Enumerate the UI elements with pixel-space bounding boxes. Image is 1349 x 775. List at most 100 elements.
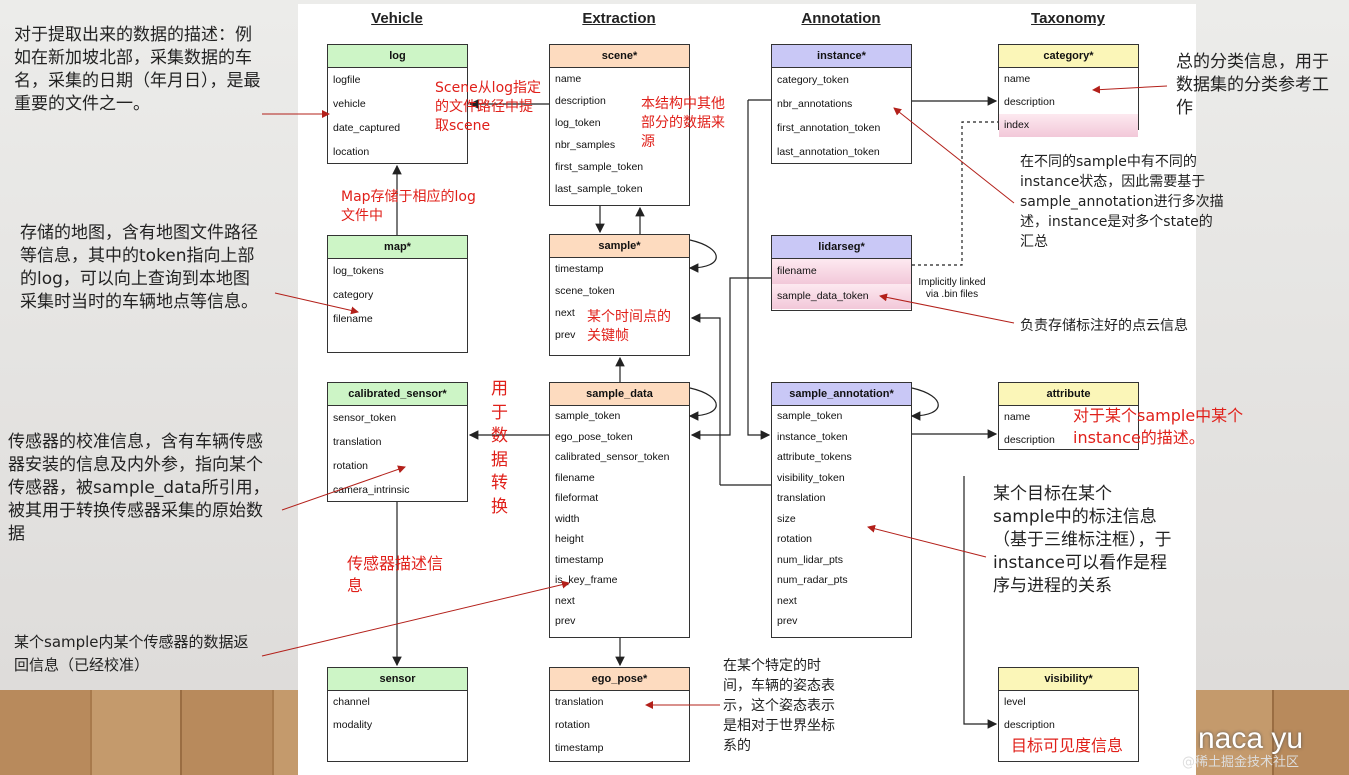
field-num-lidar-pts: num_lidar_pts bbox=[777, 553, 843, 566]
field-description: description bbox=[1004, 719, 1055, 731]
arrow-sampledata-self bbox=[688, 387, 717, 421]
column-header-annotation: Annotation bbox=[801, 10, 881, 27]
arrow-sample-self bbox=[688, 239, 717, 273]
field-timestamp: timestamp bbox=[555, 263, 604, 275]
field-rotation: rotation bbox=[777, 533, 813, 545]
arrow-annotation-to-sample bbox=[690, 313, 721, 485]
field-visibility-token: visibility_token bbox=[777, 471, 845, 484]
note-instance: 在不同的sample中有不同的instance状态，因此需要基于sample_a… bbox=[1020, 154, 1224, 250]
field-prev: prev bbox=[555, 615, 576, 627]
field-rotation: rotation bbox=[333, 460, 369, 472]
table-title: lidarseg* bbox=[772, 236, 911, 259]
note-arrow-sampledata bbox=[261, 580, 570, 657]
note-calibrated-sensor: 传感器的校准信息，含有车辆传感器安装的信息及内外参，指向某个传感器，被sampl… bbox=[8, 432, 270, 544]
field-log-token: log_token bbox=[555, 117, 601, 129]
field-camera-intrinsic: camera_intrinsic bbox=[333, 484, 410, 496]
field-translation: translation bbox=[333, 436, 382, 448]
field-last-sample-token: last_sample_token bbox=[555, 183, 643, 195]
watermark-small: @稀土掘金技术社区 bbox=[1182, 755, 1300, 770]
field-next: next bbox=[777, 594, 797, 607]
field-size: size bbox=[777, 512, 796, 525]
table-title: sensor bbox=[328, 668, 467, 691]
field-sample-token: sample_token bbox=[777, 410, 843, 422]
table-title: scene* bbox=[550, 45, 689, 68]
table-title: calibrated_sensor* bbox=[328, 383, 467, 406]
table-title: sample* bbox=[550, 235, 689, 258]
field-date-captured: date_captured bbox=[333, 122, 401, 134]
field-ego-pose-token: ego_pose_token bbox=[555, 430, 633, 443]
table-title: visibility* bbox=[999, 668, 1138, 691]
field-calibrated-sensor-token: calibrated_sensor_token bbox=[555, 451, 670, 463]
table-attribute: attribute name description bbox=[998, 382, 1139, 450]
field-modality: modality bbox=[333, 719, 373, 731]
field-filename: filename bbox=[772, 259, 911, 284]
note-arrow-category bbox=[1092, 85, 1168, 94]
field-description: description bbox=[1004, 434, 1055, 446]
table-title: log bbox=[328, 45, 467, 68]
field-filename: filename bbox=[555, 471, 595, 484]
column-header-extraction: Extraction bbox=[582, 10, 656, 27]
field-log-tokens: log_tokens bbox=[333, 265, 384, 277]
column-header-vehicle: Vehicle bbox=[371, 10, 423, 27]
field-level: level bbox=[1004, 696, 1026, 708]
arrow-lidarseg-to-sampledata bbox=[690, 277, 771, 440]
field-height: height bbox=[555, 533, 584, 545]
field-first-annotation-token: first_annotation_token bbox=[777, 122, 881, 134]
implicit-link-label: Implicitly linked via .bin files bbox=[918, 277, 986, 300]
arrow-annotation-to-visibility bbox=[963, 476, 998, 729]
watermark-text: naca yu bbox=[1198, 722, 1304, 755]
note-log: 对于提取出来的数据的描述：例如在新加坡北部，采集数据的车名，采集的日期（年月日）… bbox=[14, 25, 261, 114]
field-fileformat: fileformat bbox=[555, 492, 599, 504]
field-next: next bbox=[555, 594, 575, 607]
field-translation: translation bbox=[777, 492, 826, 504]
table-title: sample_data bbox=[550, 383, 689, 406]
red-note-scene-from-log: Scene从log指定的文件路径中提取scene bbox=[435, 80, 542, 134]
field-logfile: logfile bbox=[333, 74, 361, 86]
field-prev: prev bbox=[555, 329, 576, 341]
field-description: description bbox=[555, 95, 606, 107]
field-name: name bbox=[1004, 73, 1031, 85]
table-sample-annotation: sample_annotation* sample_token instance_… bbox=[771, 382, 912, 638]
field-next: next bbox=[555, 307, 575, 319]
note-sample-data: 某个sample内某个传感器的数据返回信息（已经校准） bbox=[14, 633, 249, 674]
field-rotation: rotation bbox=[555, 719, 591, 731]
field-name: name bbox=[1004, 411, 1031, 423]
red-note-visibility-desc: 目标可见度信息 bbox=[1011, 736, 1124, 755]
field-sample-data-token: sample_data_token bbox=[772, 284, 911, 309]
field-first-sample-token: first_sample_token bbox=[555, 161, 644, 173]
note-lidarseg: 负责存储标注好的点云信息 bbox=[1020, 318, 1188, 334]
field-is-key-frame: is_key_frame bbox=[555, 574, 618, 586]
note-category: 总的分类信息，用于数据集的分类参考工作 bbox=[1176, 52, 1329, 118]
field-sensor-token: sensor_token bbox=[333, 412, 397, 424]
note-arrow-annotation bbox=[867, 524, 987, 558]
field-vehicle: vehicle bbox=[333, 98, 366, 110]
field-description: description bbox=[1004, 96, 1055, 108]
table-title: instance* bbox=[772, 45, 911, 68]
implicit-link-dashed bbox=[912, 121, 998, 266]
table-title: sample_annotation* bbox=[772, 383, 911, 406]
column-header-taxonomy: Taxonomy bbox=[1031, 10, 1105, 27]
table-title: attribute bbox=[999, 383, 1138, 406]
table-title: ego_pose* bbox=[550, 668, 689, 691]
field-nbr-annotations: nbr_annotations bbox=[777, 98, 853, 110]
table-title: category* bbox=[999, 45, 1138, 68]
field-translation: translation bbox=[555, 696, 604, 708]
red-note-sensor-desc: 传感器描述信息 bbox=[347, 554, 444, 595]
note-arrow-instance bbox=[893, 107, 1015, 204]
note-arrow-calib bbox=[281, 465, 406, 511]
field-sample-token: sample_token bbox=[555, 410, 621, 422]
field-timestamp: timestamp bbox=[555, 553, 604, 566]
field-instance-token: instance_token bbox=[777, 430, 848, 443]
field-prev: prev bbox=[777, 615, 798, 627]
note-arrow-lidarseg bbox=[879, 293, 1015, 324]
table-calibrated-sensor: calibrated_sensor* sensor_token translati… bbox=[327, 382, 468, 502]
field-category: category bbox=[333, 289, 374, 301]
red-note-for-conversion: 用于数据转换 bbox=[491, 379, 508, 517]
